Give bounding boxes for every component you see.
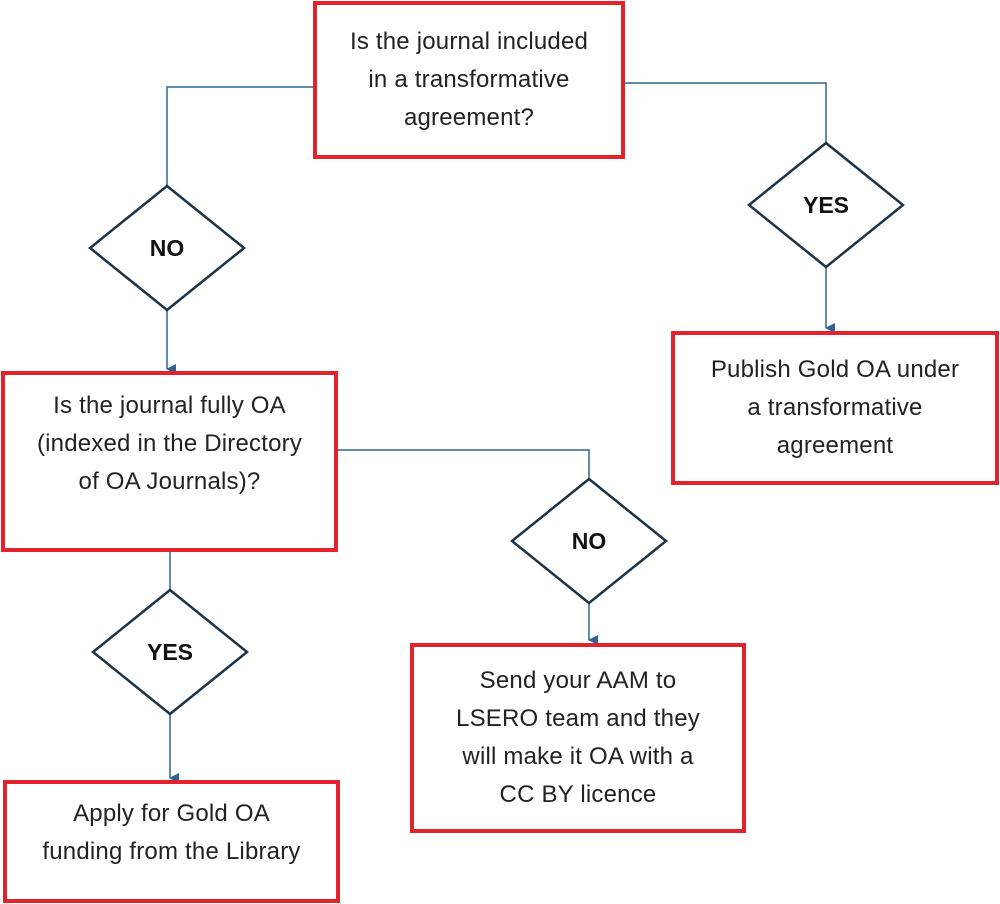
decision-diamond [91, 588, 249, 716]
decision-fully-oa-yes: YES [91, 588, 249, 716]
box-text: Is the journal fully OA (indexed in the … [37, 387, 302, 501]
decision-diamond [88, 184, 246, 312]
question-transformative-agreement: Is the journal included in a transformat… [313, 1, 625, 159]
text-line: in a transformative [368, 66, 570, 93]
text-line: Is the journal fully OA [53, 392, 286, 419]
text-line: will make it OA with a [462, 743, 694, 770]
outcome-publish-gold-oa-transformative: Publish Gold OA under a transformative a… [671, 331, 999, 485]
text-line: Is the journal included [349, 28, 589, 55]
decision-label: YES [803, 192, 849, 218]
connector-q1-to-no [166, 86, 313, 186]
decision-transformative-yes: YES [747, 141, 905, 269]
text-line: (indexed in the Directory [36, 430, 303, 457]
text-line: Publish Gold OA under [710, 356, 960, 383]
text-line: agreement [776, 432, 894, 459]
outcome-apply-library-funding: Apply for Gold OA funding from the Libra… [3, 780, 340, 903]
text-line: Send your AAM to [479, 667, 677, 694]
box-text: Is the journal included in a transformat… [350, 23, 588, 137]
decision-label: NO [150, 235, 185, 261]
text-line: agreement? [403, 104, 535, 131]
decision-label: YES [147, 639, 193, 665]
text-line: Apply for Gold OA [73, 799, 270, 827]
box-text: Publish Gold OA under a transformative a… [711, 351, 959, 465]
box-text: Send your AAM to LSERO team and they wil… [456, 662, 700, 814]
decision-label: NO [572, 528, 607, 554]
text-line: a transformative [747, 394, 923, 421]
decision-transformative-no: NO [88, 184, 246, 312]
decision-fully-oa-no: NO [510, 477, 668, 605]
text-line: funding from the Library [42, 837, 301, 865]
connector-q2-to-no [338, 449, 590, 479]
box-text: Apply for Gold OA funding from the Libra… [42, 795, 300, 871]
decision-diamond [510, 477, 668, 605]
text-line: LSERO team and they [456, 705, 700, 732]
text-line: of OA Journals)? [78, 468, 261, 495]
outcome-send-aam-lsero: Send your AAM to LSERO team and they wil… [410, 643, 746, 833]
connector-q1-to-yes [625, 82, 827, 143]
text-line: CC BY licence [499, 781, 657, 808]
question-journal-fully-oa: Is the journal fully OA (indexed in the … [1, 371, 338, 552]
decision-diamond [747, 141, 905, 269]
